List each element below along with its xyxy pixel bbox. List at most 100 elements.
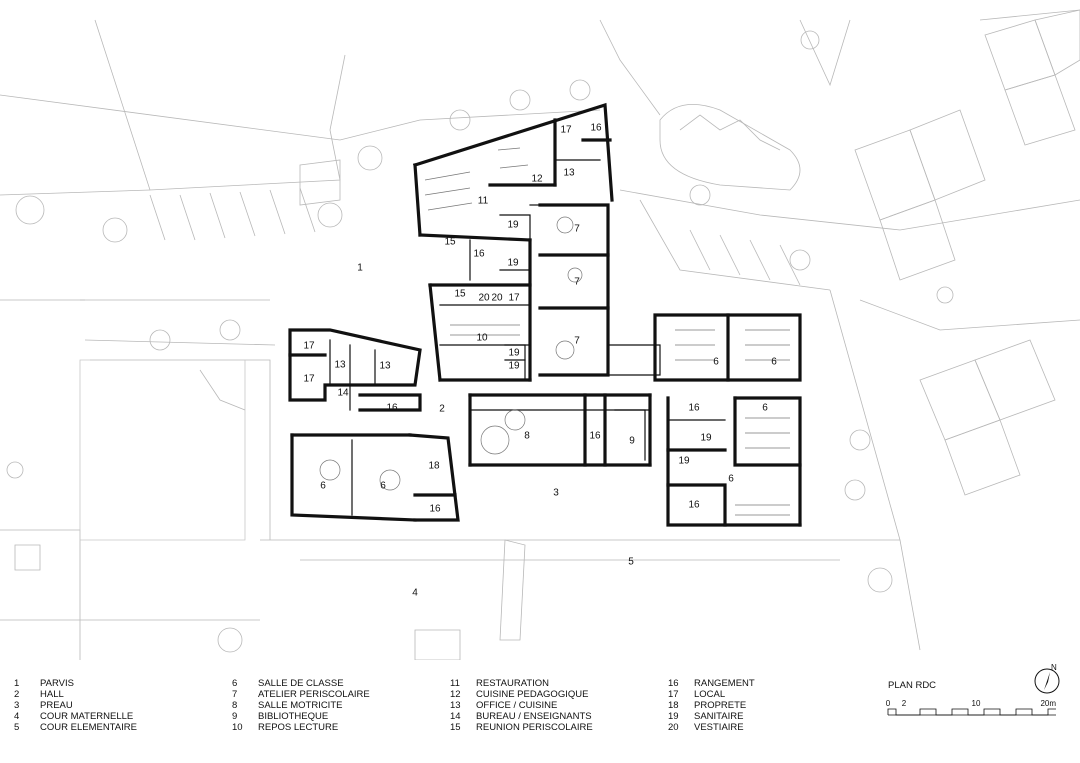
room-label: 20 [491, 293, 503, 304]
legend-item: 17 LOCAL [668, 689, 755, 700]
room-label: 13 [563, 168, 575, 179]
legend-number: 11 [450, 678, 460, 689]
room-label: 13 [379, 361, 391, 372]
room-label: 6 [713, 357, 719, 368]
legend-label: SALLE MOTRICITE [258, 700, 343, 711]
legend-label: HALL [40, 689, 64, 700]
legend-number: 3 [14, 700, 20, 711]
room-label: 19 [507, 220, 519, 231]
legend-item: 7 ATELIER PERISCOLAIRE [232, 689, 370, 700]
legend-label: VESTIAIRE [694, 722, 744, 733]
room-label: 16 [688, 500, 700, 511]
legend-number: 16 [668, 678, 679, 689]
legend-label: COUR MATERNELLE [40, 711, 134, 722]
legend-item: 12 CUISINE PEDAGOGIQUE [450, 689, 593, 700]
legend-label: OFFICE / CUISINE [476, 700, 558, 711]
north-arrow-icon: N [1034, 663, 1060, 694]
zone-label: 3 [553, 488, 559, 499]
scale-tick-label: 10 [972, 699, 981, 708]
room-label: 13 [334, 360, 346, 371]
legend-number: 6 [232, 678, 238, 689]
legend-number: 19 [668, 711, 679, 722]
room-label: 7 [574, 224, 580, 235]
legend-label: RANGEMENT [694, 678, 755, 689]
room-label: 16 [589, 431, 601, 442]
room-label: 7 [574, 336, 580, 347]
legend-item: 4 COUR MATERNELLE [14, 711, 137, 722]
legend-label: BIBLIOTHEQUE [258, 711, 329, 722]
legend-number: 14 [450, 711, 461, 722]
legend-number: 12 [450, 689, 461, 700]
legend-number: 8 [232, 700, 238, 711]
room-label: 19 [508, 361, 520, 372]
room-label: 20 [478, 293, 490, 304]
legend-number: 2 [14, 689, 20, 700]
legend-number: 15 [450, 722, 461, 733]
scale-bar: 0 2 10 20m [886, 699, 1056, 716]
north-label: N [1051, 663, 1057, 672]
legend-item: 2 HALL [14, 689, 137, 700]
scale-tick-label: 2 [902, 699, 907, 708]
legend-label: ATELIER PERISCOLAIRE [258, 689, 370, 700]
room-label: 6 [380, 481, 386, 492]
room-label: 15 [454, 289, 466, 300]
legend-number: 1 [14, 678, 20, 689]
room-label: 18 [428, 461, 440, 472]
legend-label: REPOS LECTURE [258, 722, 339, 733]
room-label: 14 [337, 388, 349, 399]
legend-number: 18 [668, 700, 679, 711]
legend-number: 5 [14, 722, 20, 733]
furniture [319, 147, 790, 516]
legend-label: LOCAL [694, 689, 726, 700]
room-label: 16 [473, 249, 485, 260]
legend-number: 20 [668, 722, 679, 733]
zone-label: 4 [412, 588, 418, 599]
room-label: 6 [771, 357, 777, 368]
legend-item: 8 SALLE MOTRICITE [232, 700, 370, 711]
legend-label: SALLE DE CLASSE [258, 678, 344, 689]
legend-number: 17 [668, 689, 679, 700]
zone-label: 5 [628, 557, 634, 568]
site-context [0, 9, 1080, 660]
legend-item: 5 COUR ELEMENTAIRE [14, 722, 137, 733]
legend-item: 10 REPOS LECTURE [232, 722, 370, 733]
building-walls [288, 102, 802, 527]
legend-label: SANITAIRE [694, 711, 744, 722]
room-label: 10 [476, 333, 488, 344]
room-label: 17 [303, 341, 315, 352]
legend-label: PARVIS [40, 678, 74, 689]
legend-number: 7 [232, 689, 238, 700]
room-label: 8 [524, 431, 530, 442]
room-label: 19 [678, 456, 690, 467]
room-label: 19 [508, 348, 520, 359]
room-label: 16 [590, 123, 602, 134]
legend-number: 13 [450, 700, 461, 711]
room-label: 9 [629, 436, 635, 447]
legend-item: 19 SANITAIRE [668, 711, 755, 722]
scale-tick-label: 20m [1040, 699, 1056, 708]
legend-item: 6 SALLE DE CLASSE [232, 678, 370, 689]
legend-column-2: 6 SALLE DE CLASSE 7 ATELIER PERISCOLAIRE 8 SA… [232, 678, 370, 733]
room-label: 17 [303, 374, 315, 385]
legend-item: 20 VESTIAIRE [668, 722, 755, 733]
room-label: 11 [478, 196, 489, 207]
room-label: 16 [429, 504, 441, 515]
plan-title: PLAN RDC [888, 680, 937, 691]
legend-number: 4 [14, 711, 20, 722]
room-label: 19 [507, 258, 519, 269]
legend-label: COUR ELEMENTAIRE [40, 722, 137, 733]
room-label: 6 [320, 481, 326, 492]
legend-label: BUREAU / ENSEIGNANTS [476, 711, 592, 722]
legend-label: CUISINE PEDAGOGIQUE [476, 689, 589, 700]
legend-number: 10 [232, 722, 243, 733]
scale-tick-label: 0 [886, 699, 891, 708]
room-label: 12 [531, 174, 543, 185]
